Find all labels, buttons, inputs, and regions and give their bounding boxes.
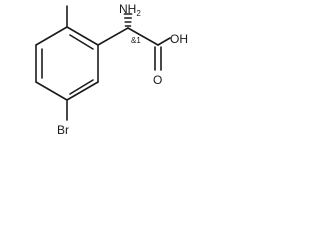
ring-double-bond: [69, 34, 94, 50]
ring-bond: [35, 26, 68, 46]
alpha-carbon-bond: [97, 27, 129, 46]
hydroxyl-bond: [157, 37, 171, 46]
amine-label: NH2: [119, 2, 141, 18]
carboxyl-bond: [127, 27, 159, 46]
ring-bond: [35, 81, 68, 101]
hydroxyl-label: OH: [170, 32, 188, 46]
stereo-label: &1: [131, 36, 141, 45]
bromine-label: Br: [57, 123, 69, 137]
hashed-wedge-bond: [123, 13, 133, 27]
molecule-diagram: NH2 &1 OH O Br: [35, 2, 188, 137]
ring-double-bond: [69, 79, 94, 95]
ring-bond: [66, 26, 99, 46]
ring-bond: [66, 81, 99, 101]
carbonyl-oxygen-label: O: [153, 73, 162, 87]
